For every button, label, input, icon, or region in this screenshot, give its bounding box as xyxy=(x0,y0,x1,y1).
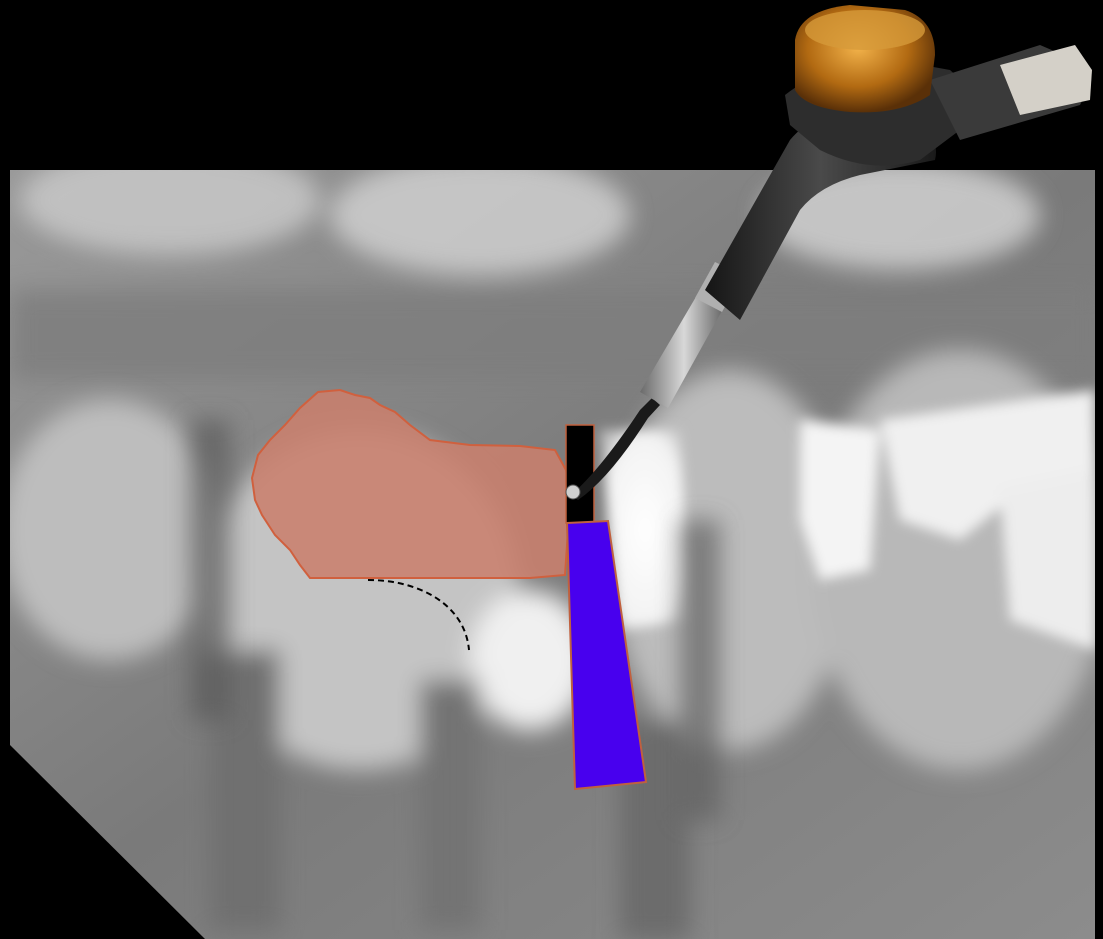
matrix-top xyxy=(566,425,594,523)
